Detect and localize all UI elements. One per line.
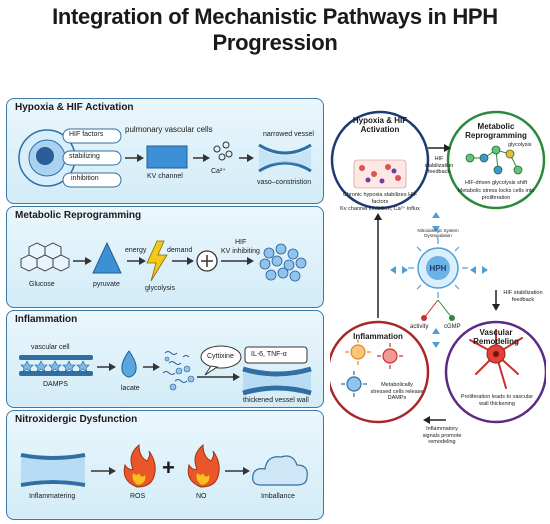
- hif-label: HIF: [235, 239, 247, 246]
- glycolysis-tag: glycolysis: [508, 142, 532, 148]
- metabolic-text2: Metabolic stress locks cells into prolif…: [457, 188, 535, 201]
- ros-label: ROS: [130, 493, 146, 500]
- cycle-graphics: [330, 110, 546, 424]
- arrow-top-label: HIF stabilization feedback: [424, 156, 454, 175]
- pulmonary-label: pulmonary vascular cells: [125, 125, 213, 134]
- metabolic-text1: HIF-driven glycolysis shift: [464, 180, 528, 186]
- inflammation-title: Inflammation: [353, 332, 403, 341]
- pill-hif-factors: HIF factors: [69, 131, 104, 138]
- inflammation-text: Metabolically stressed cells release DAM…: [370, 382, 424, 401]
- panel-title: Hypoxia & HIF Activation: [15, 102, 134, 113]
- energy-label: energy: [125, 247, 147, 254]
- panel-title: Nitroxidergic Dysfunction: [15, 414, 138, 425]
- arrow-bottom-label: Inflammatory signals promote remodeling: [422, 426, 462, 445]
- activity-label: activity: [410, 324, 429, 330]
- kv-channel-label: KV channel: [147, 173, 183, 180]
- il6-label: IL-6, TNF-α: [251, 351, 287, 358]
- vascular-title: Vascular Remodeling: [473, 328, 519, 346]
- cgmp-label: cGMP: [444, 324, 461, 330]
- glycolysis-label: glycolysis: [145, 285, 175, 292]
- inflammatering-label: Inflammatering: [29, 493, 76, 500]
- cycle-diagram: Hypoxia & HIF Activation Chronic hypoxia…: [330, 92, 546, 518]
- metabolic-diagram: [20, 240, 307, 282]
- vascular-cell-label: vascular cell: [31, 344, 70, 351]
- hypoxia-diagram: [18, 128, 312, 188]
- hypoxia-text2: Kv channel inhibition, Ca²⁺ influx: [340, 206, 420, 212]
- inflammation-diagram: [19, 345, 312, 396]
- vaso-label: vaso–constristion: [257, 179, 312, 186]
- hph-label: HPH: [429, 264, 447, 273]
- glucose-label: Glucose: [29, 281, 55, 288]
- damps-label: DAMPS: [43, 381, 68, 388]
- narrowed-vessel-label: narrowed vessel: [263, 131, 314, 138]
- panel-title: Inflammation: [15, 314, 78, 325]
- panel-title: Metabolic Reprogramming: [15, 210, 142, 221]
- pill-inhibition: inhibition: [71, 175, 99, 182]
- kv-inhibiting-label: KV inhibiting: [221, 248, 260, 255]
- pill-stabilizing: stabilizing: [69, 153, 100, 160]
- panel-inflammation: Inflammation: [6, 310, 324, 408]
- nitro-diagram: [20, 443, 308, 488]
- hypoxia-text1: Chronic hypoxia stabilizes HIF factors: [343, 192, 417, 205]
- panel-metabolic: Metabolic Reprogramming: [6, 206, 324, 308]
- thickened-label: thickened vessel wall: [243, 397, 309, 404]
- page-title: Integration of Mechanistic Pathways in H…: [52, 4, 498, 55]
- demand-label: demand: [167, 247, 193, 254]
- pyruvate-label: pyruvate: [93, 281, 120, 288]
- ca-label: Ca²⁺: [211, 168, 226, 175]
- metabolic-title: Metabolic Reprogramming: [465, 122, 527, 140]
- lacate-label: lacate: [121, 385, 140, 392]
- panel-hypoxia: Hypoxia & HIF Activation HIF factors sta…: [6, 98, 324, 204]
- hypoxia-title: Hypoxia & HIF Activation: [352, 116, 408, 134]
- imbalance-label: Imballance: [261, 493, 295, 500]
- vascular-text: Proliferation leads to vascular wall thi…: [460, 394, 534, 407]
- center-label: Nitroxidergic System Dysregulation: [417, 228, 459, 238]
- cyttixine-label: Cyttixine: [207, 353, 234, 360]
- arrow-right-label: HIF stabilization feedback: [503, 290, 543, 303]
- no-label: NO: [196, 493, 207, 500]
- panel-nitro: Nitroxidergic Dysfunction Inflammatering…: [6, 410, 324, 520]
- plus-sign: +: [162, 455, 175, 480]
